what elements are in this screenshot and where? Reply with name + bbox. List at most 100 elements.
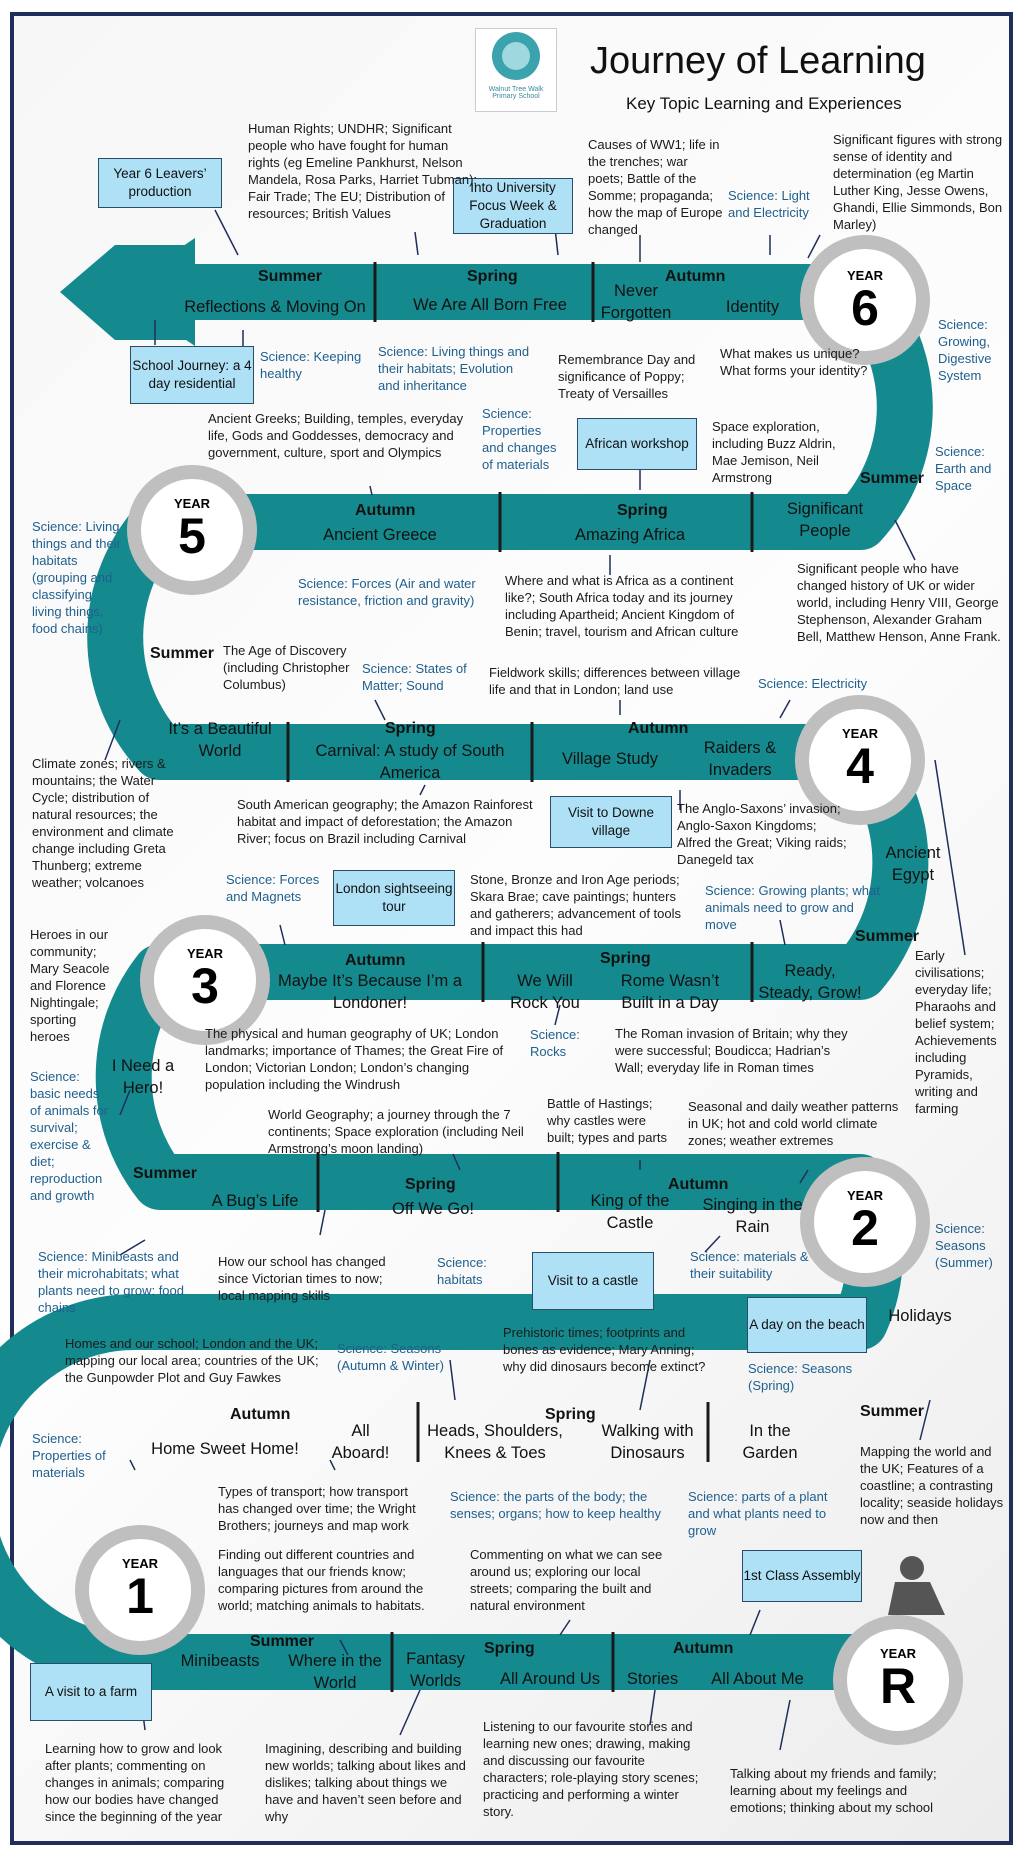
science-label: Science: Electricity <box>758 676 868 691</box>
topic-label: All Aboard! <box>331 1422 390 1462</box>
science-label: Science: Minibeasts and their microhabit… <box>38 1249 184 1315</box>
season-label: Spring <box>484 1640 535 1657</box>
science-label: Science: the parts of the body; the sens… <box>450 1489 662 1521</box>
season-label: Autumn <box>345 952 406 969</box>
topic-label: Village Study <box>561 750 658 768</box>
season-label: Summer <box>250 1633 315 1650</box>
season-label: Summer <box>150 645 215 662</box>
season-label: Autumn <box>230 1406 291 1423</box>
event-box: Visit to Downe village <box>550 796 672 848</box>
topic-note: Stone, Bronze and Iron Age periods; Skar… <box>470 872 682 938</box>
science-label: Science: Living things and their habitat… <box>32 519 121 636</box>
science-label: Science: Earth and Space <box>935 444 992 493</box>
topic-label: Where in the World <box>288 1652 382 1692</box>
season-label: Spring <box>405 1176 456 1193</box>
season-label: Summer <box>258 268 323 285</box>
topic-label: Walking with Dinosaurs <box>601 1422 694 1462</box>
season-label: Spring <box>600 950 651 967</box>
season-label: Autumn <box>665 268 726 285</box>
science-label: Science: Rocks <box>530 1027 580 1059</box>
topic-note: What makes us unique? What forms your id… <box>720 346 868 378</box>
science-label: Science: Living things and their habitat… <box>378 344 530 393</box>
topic-label: Holidays <box>888 1307 952 1325</box>
science-label: Science: Properties of materials <box>32 1431 106 1480</box>
science-label: Science: Seasons (Autumn & Winter) <box>337 1341 444 1373</box>
topic-note: The Roman invasion of Britain; why they … <box>615 1026 848 1075</box>
topic-label: Off We Go! <box>392 1200 474 1218</box>
topic-note: Where and what is Africa as a continent … <box>505 573 739 639</box>
topic-label: Reflections & Moving On <box>184 298 366 316</box>
science-label: Science: basic needs of animals for surv… <box>30 1069 109 1203</box>
topic-label: Never Forgotten <box>600 282 672 322</box>
arrow-tip-front <box>115 238 195 346</box>
season-label: Summer <box>860 470 925 487</box>
topic-label: Raiders & Invaders <box>703 739 777 779</box>
topic-note: South American geography; the Amazon Rai… <box>237 797 533 846</box>
topic-note: Remembrance Day and significance of Popp… <box>558 352 696 401</box>
topic-label: Home Sweet Home! <box>151 1440 299 1458</box>
event-box: A visit to a farm <box>30 1663 152 1721</box>
reading-child-icon <box>888 1556 945 1615</box>
science-label: Science: Growing, Digestive System <box>938 317 992 383</box>
topic-note: Homes and our school; London and the UK;… <box>65 1336 319 1385</box>
topic-note: Battle of Hastings; why castles were bui… <box>547 1096 667 1145</box>
topic-label: We Will Rock You <box>510 972 580 1012</box>
event-box: London sightseeing tour <box>333 870 455 926</box>
topic-label: Stories <box>626 1670 679 1688</box>
topic-note: Early civilisations; everyday life; Phar… <box>915 948 997 1116</box>
topic-note: Talking about my friends and family; lea… <box>730 1766 937 1815</box>
page-subtitle: Key Topic Learning and Experiences <box>626 94 902 113</box>
science-label: Science: Properties and changes of mater… <box>482 406 557 472</box>
event-box: 1st Class Assembly <box>742 1550 862 1602</box>
event-box: Visit to a castle <box>532 1252 654 1310</box>
arrow-tip <box>60 245 115 340</box>
topic-note: Significant figures with strong sense of… <box>833 132 1003 232</box>
season-label: Summer <box>133 1165 198 1182</box>
topic-note: Significant people who have changed hist… <box>797 561 1001 644</box>
topic-note: Mapping the world and the UK; Features o… <box>860 1444 1004 1527</box>
season-label: Autumn <box>673 1640 734 1657</box>
topic-note: Heroes in our community; Mary Seacole an… <box>30 927 110 1044</box>
dividers <box>286 262 754 1692</box>
topic-label: All About Me <box>711 1670 804 1688</box>
event-box: School Journey: a 4 day residential <box>130 346 254 404</box>
topic-note: How our school has changed since Victori… <box>218 1254 386 1303</box>
season-label: Spring <box>617 502 668 519</box>
season-label: Summer <box>860 1403 925 1420</box>
science-label: Science: Seasons (Summer) <box>935 1221 993 1270</box>
science-label: Science: habitats <box>437 1255 487 1287</box>
topic-label: Significant People <box>786 500 864 540</box>
topic-note: Space exploration, including Buzz Aldrin… <box>712 419 836 485</box>
season-label: Spring <box>545 1406 596 1423</box>
tree-logo-icon <box>492 32 540 80</box>
topic-note: Climate zones; rivers & mountains; the W… <box>32 756 174 890</box>
topic-label: Identity <box>725 298 780 316</box>
science-label: Science: materials & their suitability <box>690 1249 809 1281</box>
science-label: Science: Seasons (Spring) <box>748 1361 853 1393</box>
topic-note: The Anglo-Saxons’ invasion; Anglo-Saxon … <box>677 801 847 867</box>
topic-label: Amazing Africa <box>574 526 686 544</box>
topic-label: A Bug’s Life <box>211 1192 299 1210</box>
topic-label: Fantasy Worlds <box>406 1650 465 1690</box>
year-rings <box>75 235 963 1745</box>
topic-label: Ready, Steady, Grow! <box>758 962 862 1002</box>
topic-label: Minibeasts <box>180 1652 260 1670</box>
topic-label: Ancient Egypt <box>885 844 941 884</box>
science-label: Science: Growing plants; what animals ne… <box>705 883 880 932</box>
topic-note: Prehistoric times; footprints and bones … <box>503 1325 706 1374</box>
topic-note: Seasonal and daily weather patterns in U… <box>688 1099 899 1148</box>
topic-note: Types of transport; how transport has ch… <box>218 1484 416 1533</box>
event-box: Into University Focus Week & Graduation <box>453 178 573 234</box>
topic-note: Imagining, describing and building new w… <box>265 1741 466 1824</box>
season-label: Autumn <box>355 502 416 519</box>
topic-label: All Around Us <box>500 1670 600 1688</box>
topic-label: It’s a Beautiful World <box>168 720 272 760</box>
topic-label: I Need a Hero! <box>111 1057 175 1097</box>
topic-label: Carnival: A study of South America <box>315 742 505 782</box>
topic-label: King of the Castle <box>590 1192 670 1232</box>
topic-note: World Geography; a journey through the 7… <box>268 1107 524 1156</box>
